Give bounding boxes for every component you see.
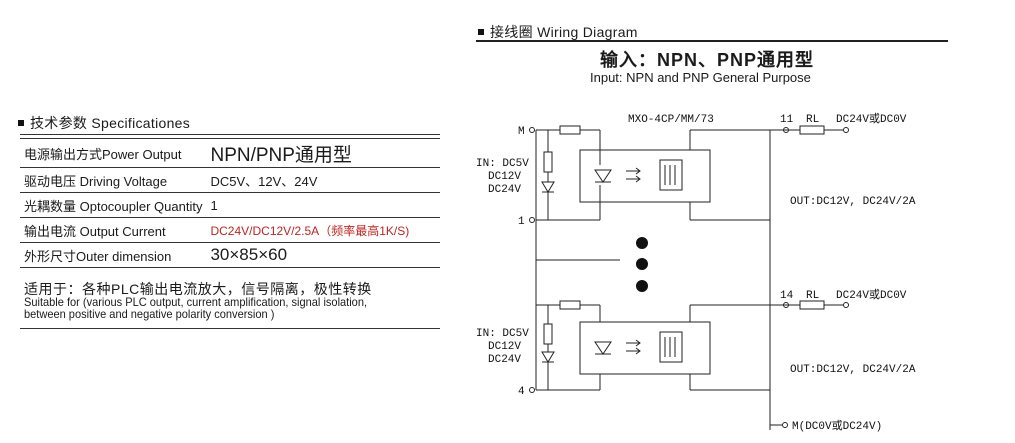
wiring-heading: 接线圈 Wiring Diagram	[478, 22, 638, 42]
in-v3-bottom: DC24V	[488, 354, 521, 366]
diagram-title: 输入：NPN、PNP通用型	[600, 50, 815, 70]
ellipsis-dot-icon	[636, 258, 648, 270]
square-bullet-icon	[478, 29, 484, 35]
spec-value: 1	[206, 192, 440, 218]
out-spec-bottom: OUT:DC12V, DC24V/2A	[790, 364, 916, 376]
rl-label-bottom: RL	[806, 290, 819, 302]
spec-value: DC24V/DC12V/2.5A（频率最高1K/S)	[206, 217, 440, 243]
input-led-icon	[541, 181, 555, 368]
optocoupler-icon	[594, 159, 683, 363]
wiring-title: 接线圈 Wiring Diagram	[490, 24, 638, 40]
specifications-title: 技术参数 Specificationes	[30, 115, 191, 131]
square-bullet-icon	[18, 120, 24, 126]
spec-row: 电源输出方式Power Output NPN/PNP通用型	[20, 138, 440, 168]
spec-table: 电源输出方式Power Output NPN/PNP通用型 驱动电压 Drivi…	[20, 138, 440, 268]
out-spec-top: OUT:DC12V, DC24V/2A	[790, 196, 916, 208]
terminal-1-label: 1	[518, 216, 525, 228]
supply-label-top: DC24V或DC0V	[836, 112, 907, 126]
spec-bottom-rule	[20, 328, 440, 329]
applicable-cn: 适用于：各种PLC输出电流放大，信号隔离，极性转换	[24, 281, 372, 297]
ellipsis-dot-icon	[636, 237, 648, 249]
spec-label: 电源输出方式Power Output	[20, 138, 207, 168]
in-v2-bottom: DC12V	[488, 341, 521, 353]
diagram-subtitle: Input: NPN and PNP General Purpose	[590, 70, 811, 85]
out-terminal-top: 11	[780, 114, 794, 126]
specifications-heading: 技术参数 Specificationes	[18, 113, 190, 133]
out-terminal-bottom: 14	[780, 290, 794, 302]
in-v2-top: DC12V	[488, 171, 521, 183]
in-v3-top: DC24V	[488, 184, 521, 196]
supply-label-bottom: DC24V或DC0V	[836, 288, 907, 302]
spec-value: 30×85×60	[206, 242, 440, 268]
spec-row: 输出电流 Output Current DC24V/DC12V/2.5A（频率最…	[20, 217, 440, 243]
spec-row: 驱动电压 Driving Voltage DC5V、12V、24V	[20, 167, 440, 193]
applicable-en: Suitable for (various PLC output, curren…	[24, 295, 368, 321]
common-label: M(DC0V或DC24V)	[792, 419, 882, 433]
spec-top-rule	[20, 134, 440, 135]
spec-label: 驱动电压 Driving Voltage	[20, 167, 207, 193]
spec-row: 光耦数量 Optocoupler Quantity 1	[20, 192, 440, 218]
in-label-top: IN: DC5V	[476, 158, 529, 170]
spec-label: 输出电流 Output Current	[20, 217, 207, 243]
spec-value: DC5V、12V、24V	[206, 167, 440, 193]
ellipsis-dot-icon	[636, 280, 648, 292]
terminal-m-label: M	[518, 126, 525, 138]
spec-value: NPN/PNP通用型	[206, 138, 440, 168]
spec-row: 外形尺寸Outer dimension 30×85×60	[20, 242, 440, 268]
wiring-top-rule	[476, 40, 948, 42]
model-label: MXO-4CP/MM/73	[628, 114, 714, 126]
spec-label: 外形尺寸Outer dimension	[20, 242, 207, 268]
terminal-4-label: 4	[518, 386, 525, 398]
spec-label: 光耦数量 Optocoupler Quantity	[20, 192, 207, 218]
rl-label-top: RL	[806, 114, 819, 126]
wiring-diagram: MXO-4CP/MM/73 M 1 4 IN: DC5V DC12V DC24V…	[476, 112, 916, 433]
in-label-bottom: IN: DC5V	[476, 328, 529, 340]
